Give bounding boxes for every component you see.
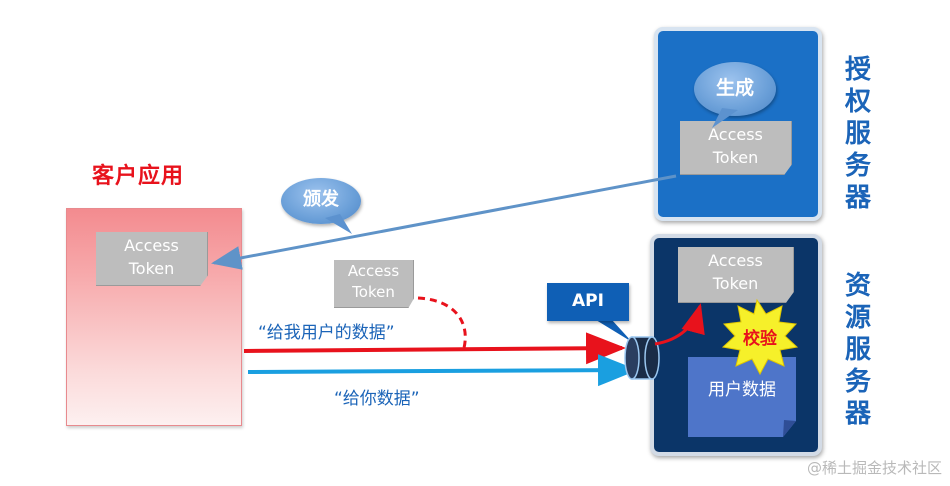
response-arrow (247, 354, 638, 387)
generate-bubble: 生成 (694, 62, 776, 116)
generate-bubble-tail (712, 108, 738, 128)
client-app-title: 客户应用 (92, 164, 185, 189)
token-line1: Access (347, 262, 400, 280)
watermark: @稀土掘金技术社区 (806, 459, 942, 477)
token-attach-dashed (417, 296, 467, 349)
issue-bubble: 颁发 (281, 178, 361, 224)
response-text: “给你数据” (334, 389, 420, 409)
api-callout-tail (596, 320, 632, 342)
verify-burst-icon (721, 298, 799, 376)
token-line2: Token (352, 283, 395, 301)
resource-server-label: 资源服务器 (844, 271, 871, 429)
auth-access-token: Access Token (680, 121, 792, 175)
token-line1: Access (124, 236, 179, 255)
verify-arrow (654, 303, 705, 346)
request-text: “给我用户的数据” (258, 323, 395, 343)
client-access-token: Access Token (96, 232, 208, 286)
api-label: API (547, 283, 629, 321)
token-line1: Access (708, 125, 763, 144)
api-pipe-icon (624, 336, 660, 380)
request-arrow (243, 332, 626, 365)
token-line2: Token (128, 259, 175, 278)
user-data-fold (783, 420, 796, 437)
user-data-block: 用户数据 (688, 357, 796, 437)
issue-bubble-tail (325, 214, 352, 234)
auth-server-label: 授权服务器 (844, 55, 871, 213)
issue-arrow (211, 174, 677, 270)
token-line2: Token (712, 148, 759, 167)
request-access-token: Access Token (334, 260, 414, 308)
token-line1: Access (708, 251, 763, 270)
verify-label: 校验 (743, 329, 777, 349)
token-line2: Token (712, 274, 759, 293)
resource-access-token: Access Token (678, 247, 794, 303)
